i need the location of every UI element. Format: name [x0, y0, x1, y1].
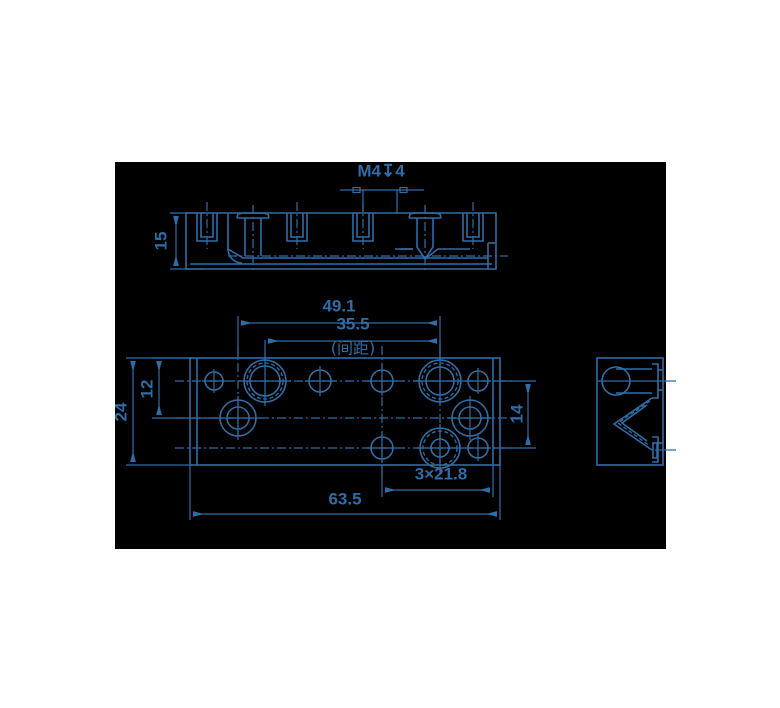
plan-port-bottom — [416, 424, 464, 472]
plan-hole-small-right-top — [465, 368, 491, 394]
front-boss-2 — [286, 202, 308, 249]
plan-hole-small-mid-1 — [305, 366, 335, 396]
plan-port-lower-left — [216, 396, 260, 440]
dimension-height-15: 15 — [151, 212, 205, 270]
thread-callout-label: M4↧4 — [357, 161, 405, 180]
dimension-height-14: 14 — [493, 380, 536, 449]
dimension-label-24: 24 — [111, 402, 130, 421]
dimension-label-3x21-8: 3×21.8 — [415, 464, 467, 483]
dimension-label-15: 15 — [151, 232, 170, 251]
dimension-label-63-5: 63.5 — [328, 489, 361, 508]
plan-top-view: 49.1 35.5 (间距) 24 12 — [111, 296, 536, 520]
plan-port-upper-left — [240, 356, 290, 406]
dimension-width-63-5: 63.5 — [189, 465, 501, 520]
dimension-label-14: 14 — [507, 404, 526, 423]
dimension-label-12: 12 — [137, 380, 156, 399]
dimension-width-35-5: 35.5 (间距) — [264, 314, 441, 360]
side-section-view — [596, 357, 676, 466]
dimension-height-12: 12 — [137, 357, 216, 419]
plan-hole-small-mid-2 — [367, 366, 397, 396]
front-boss-1 — [196, 202, 218, 249]
dimension-height-24: 24 — [111, 357, 192, 466]
plan-port-lower-right — [448, 396, 492, 440]
front-elevation-view: 15 M4↧4 — [151, 161, 508, 270]
plan-port-upper-right — [415, 356, 465, 406]
plan-hole-small-bottom-mid — [367, 433, 397, 463]
dimension-label-spacing-note: (间距) — [331, 339, 376, 358]
plan-hole-small-right-bottom — [465, 435, 491, 461]
dimension-label-49-1: 49.1 — [322, 296, 355, 315]
thread-callout-m4: M4↧4 — [340, 161, 424, 213]
dimension-hole-pattern: 3×21.8 — [381, 464, 494, 497]
dimension-label-35-5: 35.5 — [336, 314, 369, 333]
plan-hole-small-left — [202, 369, 226, 393]
front-port-left — [236, 205, 270, 270]
front-boss-4 — [462, 202, 484, 249]
front-port-right — [408, 205, 442, 270]
